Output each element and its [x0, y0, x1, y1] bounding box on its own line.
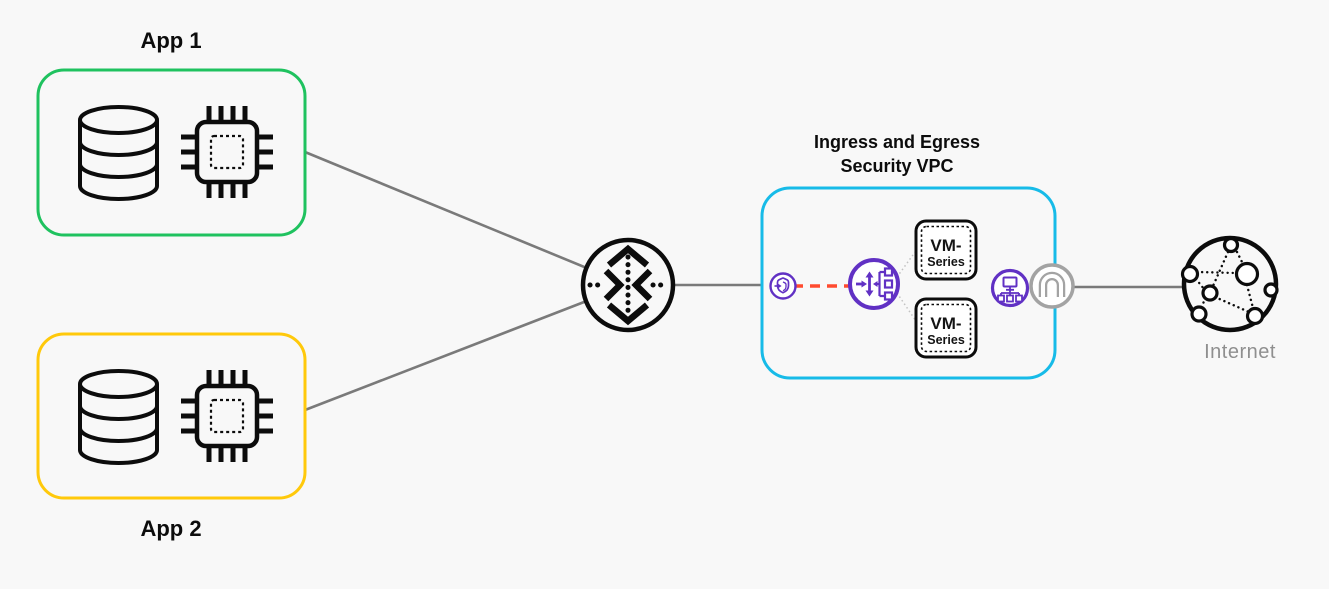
app2-group: App 2 [36, 332, 307, 541]
nat-gateway-icon [990, 268, 1030, 308]
vm-series-1-label-line2: Series [927, 255, 965, 269]
app1-group: App 1 [36, 28, 307, 237]
internet-globe-icon [1180, 235, 1279, 333]
app2-title: App 2 [140, 516, 201, 541]
compute-chip-icon [181, 370, 273, 462]
vm-series-1-box [914, 219, 978, 281]
database-icon [78, 369, 159, 465]
app1-title: App 1 [140, 28, 201, 53]
vm-series-2-label-line2: Series [927, 333, 965, 347]
transit-gateway-icon [580, 237, 676, 333]
vm-series-1: VM- Series [914, 219, 978, 281]
internet-gateway-icon [1029, 263, 1075, 309]
security-vpc-group: Ingress and Egress Security VPC [760, 132, 1075, 380]
gateway-load-balancer-icon [848, 258, 900, 310]
app1-box [36, 68, 307, 237]
internet-group: Internet [1180, 235, 1279, 363]
vpc-title-line1: Ingress and Egress [814, 132, 980, 152]
link-app1-to-tgw [304, 150, 629, 287]
vm-series-2: VM- Series [914, 297, 978, 359]
link-app2-to-tgw [304, 283, 629, 412]
vpc-title-line2: Security VPC [840, 156, 953, 176]
vm-series-1-label-line1: VM- [930, 236, 961, 255]
compute-chip-icon [181, 106, 273, 198]
vm-series-2-label-line1: VM- [930, 314, 961, 333]
vm-series-2-box [914, 297, 978, 359]
gwlb-endpoint-icon [769, 272, 797, 300]
database-icon [78, 105, 159, 201]
app2-box [36, 332, 307, 500]
gwlb-to-vm1-link [896, 247, 919, 278]
internet-label: Internet [1204, 341, 1276, 363]
